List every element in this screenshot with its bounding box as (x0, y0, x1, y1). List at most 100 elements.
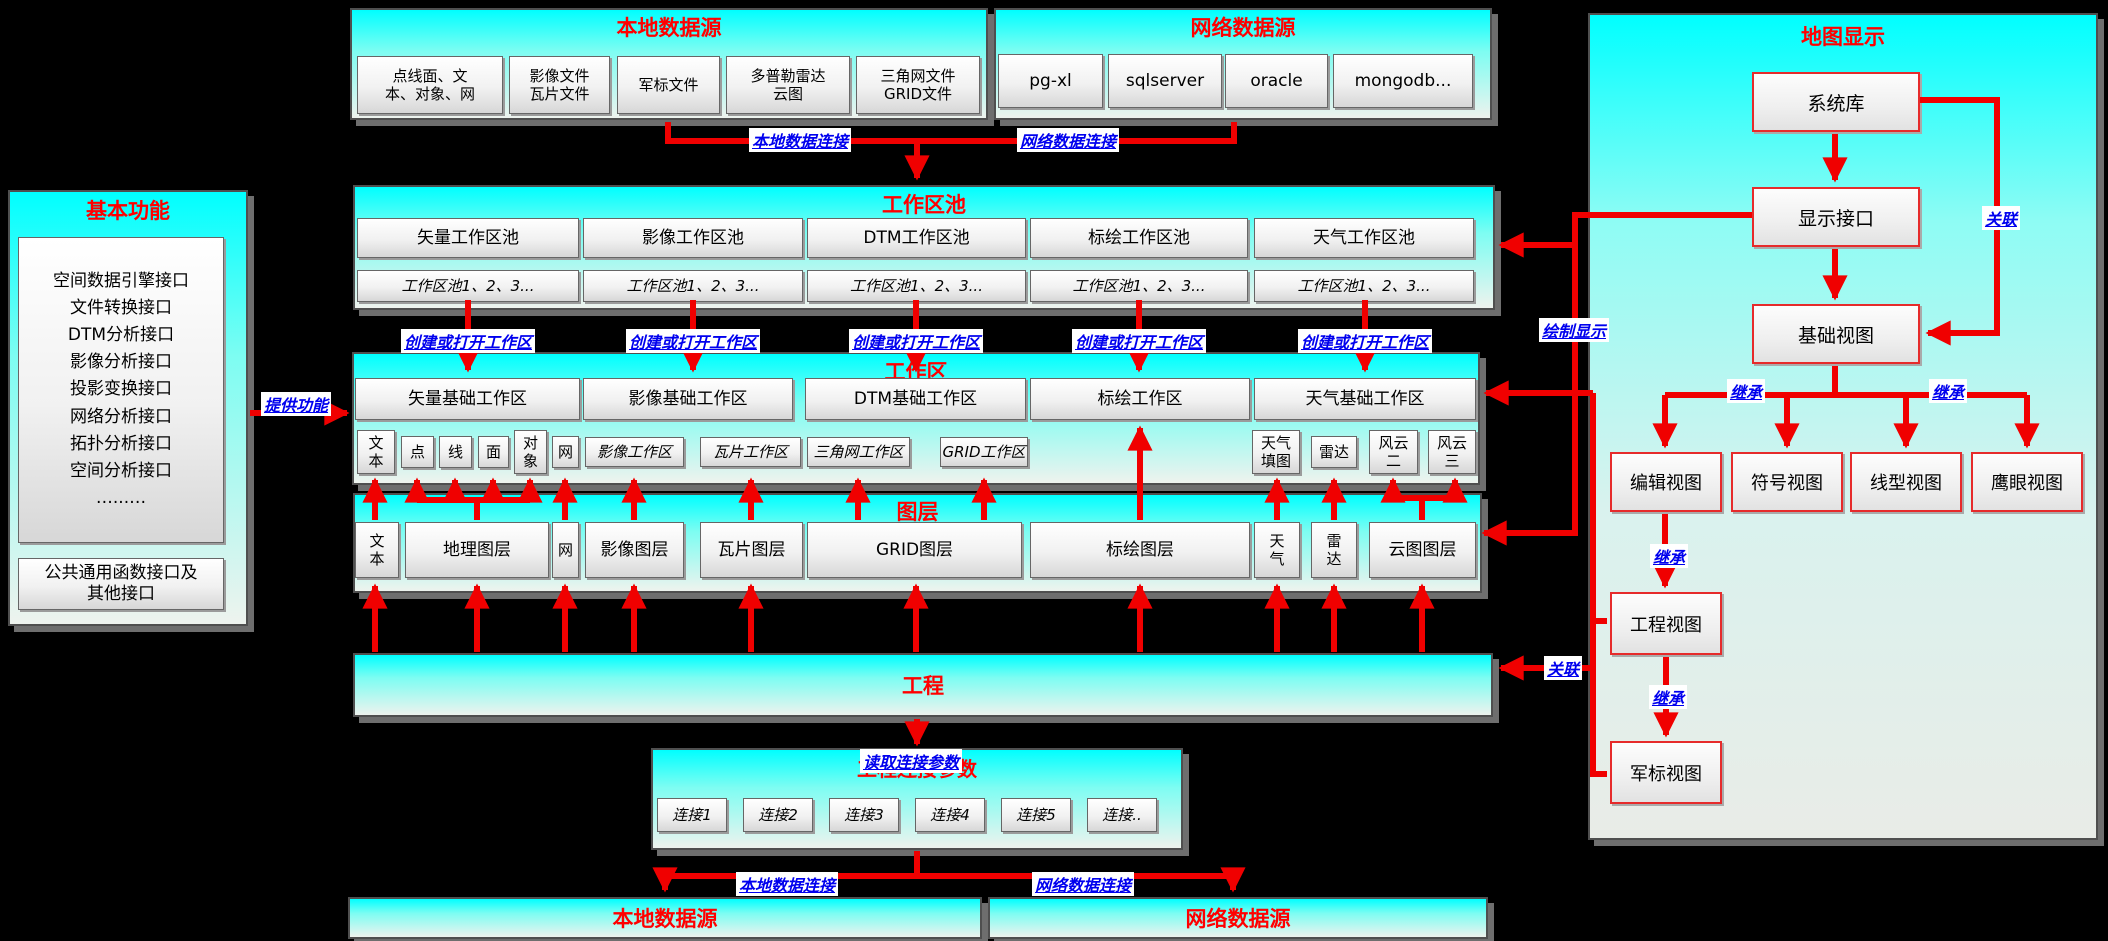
pool-image: 影像工作区池 (583, 218, 803, 258)
edge-label-draw-display: 绘制显示 (1538, 318, 1610, 342)
edge-label-local-conn: 本地数据连接 (748, 128, 852, 152)
edge-label-assoc-project: 关联 (1543, 656, 1583, 680)
pool-items-label: 工作区池1、2、3... (583, 270, 803, 302)
band-network-datasource-bottom: 网络数据源 (988, 897, 1488, 939)
ws-item-net: 网 (552, 436, 579, 468)
interface-item: 影像分析接口 (70, 352, 172, 373)
layer-net: 网 (552, 522, 579, 578)
conn-item-4: 连接4 (915, 798, 985, 832)
node-project-view: 工程视图 (1610, 592, 1722, 655)
band-project: 工程 (353, 653, 1493, 717)
edge-label-create-open: 创建或打开工作区 (400, 329, 536, 353)
edge-label-provide: 提供功能 (260, 392, 332, 416)
panel-title: 地图显示 (1801, 25, 1885, 49)
conn-item-1: 连接1 (657, 798, 727, 832)
network-item-oracle: oracle (1225, 54, 1328, 108)
layer-radar: 雷 达 (1311, 522, 1357, 578)
ws-item-grid-ws: GRID工作区 (940, 437, 1028, 467)
interface-list: 空间数据引擎接口 文件转换接口 DTM分析接口 影像分析接口 投影变换接口 网络… (18, 237, 224, 543)
edge-label-create-open: 创建或打开工作区 (848, 329, 984, 353)
band-title: 工程 (902, 674, 944, 698)
pool-weather: 天气工作区池 (1254, 218, 1474, 258)
interface-item: 拓扑分析接口 (70, 433, 172, 454)
conn-item-more: 连接.. (1087, 798, 1157, 832)
node-display-interface: 显示接口 (1752, 187, 1920, 247)
common-functions-box: 公共通用函数接口及 其他接口 (18, 558, 224, 610)
edge-label-inherit: 继承 (1726, 379, 1766, 403)
ws-item-text: 文 本 (357, 430, 395, 474)
edge-label-network-conn: 网络数据连接 (1016, 128, 1120, 152)
conn-item-5: 连接5 (1001, 798, 1071, 832)
pool-items-label: 工作区池1、2、3... (357, 270, 579, 302)
local-item-tin-grid-files: 三角网文件 GRID文件 (856, 56, 980, 114)
pool-vector: 矢量工作区池 (357, 218, 579, 258)
node-eagleeye-view: 鹰眼视图 (1971, 452, 2083, 512)
ws-vector-base: 矢量基础工作区 (355, 378, 580, 420)
edge-label-inherit: 继承 (1928, 379, 1968, 403)
local-item-military-files: 军标文件 (617, 56, 720, 114)
ws-item-image-ws: 影像工作区 (585, 437, 684, 467)
ws-item-fy3: 风云 三 (1428, 430, 1476, 474)
band-title: 图层 (896, 500, 939, 524)
edge-label-inherit: 继承 (1648, 685, 1688, 709)
ws-item-weather-map: 天气 填图 (1252, 430, 1300, 474)
ws-item-point: 点 (401, 436, 434, 468)
edge-label-local-conn-bottom: 本地数据连接 (735, 872, 839, 896)
local-item-image-tile-files: 影像文件 瓦片文件 (509, 56, 610, 114)
interface-item: …...… (95, 488, 147, 509)
panel-title: 网络数据源 (1190, 16, 1296, 40)
ws-item-radar: 雷达 (1311, 436, 1357, 468)
conn-item-3: 连接3 (829, 798, 899, 832)
layer-plot: 标绘图层 (1030, 522, 1250, 578)
pool-dtm: DTM工作区池 (807, 218, 1026, 258)
node-linetype-view: 线型视图 (1850, 452, 1962, 512)
edge-label-create-open: 创建或打开工作区 (1071, 329, 1207, 353)
band-title: 网络数据源 (1185, 907, 1291, 931)
node-edit-view: 编辑视图 (1610, 452, 1722, 512)
interface-item: 文件转换接口 (70, 297, 172, 318)
band-local-datasource-bottom: 本地数据源 (348, 897, 982, 939)
ws-item-object: 对 象 (514, 430, 547, 474)
node-system-library: 系统库 (1752, 72, 1920, 132)
band-title: 本地数据源 (612, 907, 718, 931)
band-title: 工作区池 (882, 193, 966, 217)
network-item-sqlserver: sqlserver (1108, 54, 1222, 108)
ws-weather-base: 天气基础工作区 (1254, 378, 1476, 420)
interface-item: 投影变换接口 (70, 379, 172, 400)
local-item-vector-files: 点线面、文 本、对象、网 (357, 56, 503, 114)
network-item-mongodb: mongodb... (1333, 54, 1473, 108)
interface-item: DTM分析接口 (67, 325, 175, 346)
pool-items-label: 工作区池1、2、3... (1030, 270, 1248, 302)
edge-label-create-open: 创建或打开工作区 (625, 329, 761, 353)
ws-plot: 标绘工作区 (1030, 378, 1250, 420)
panel-title: 本地数据源 (616, 16, 722, 40)
layer-grid: GRID图层 (807, 522, 1022, 578)
interface-item: 空间分析接口 (70, 460, 172, 481)
pool-plot: 标绘工作区池 (1030, 218, 1248, 258)
interface-item: 空间数据引擎接口 (53, 270, 189, 291)
layer-image: 影像图层 (585, 522, 684, 578)
pool-items-label: 工作区池1、2、3... (1254, 270, 1474, 302)
node-military-view: 军标视图 (1610, 741, 1722, 804)
edge-label-create-open: 创建或打开工作区 (1297, 329, 1433, 353)
layer-geographic: 地理图层 (405, 522, 549, 578)
ws-item-polygon: 面 (478, 436, 509, 468)
conn-item-2: 连接2 (743, 798, 813, 832)
edge-label-network-conn-bottom: 网络数据连接 (1031, 872, 1135, 896)
layer-text: 文 本 (355, 522, 399, 578)
layer-tile: 瓦片图层 (700, 522, 803, 578)
interface-item: 网络分析接口 (70, 406, 172, 427)
ws-item-fy2: 风云 二 (1369, 430, 1418, 474)
node-symbol-view: 符号视图 (1731, 452, 1843, 512)
ws-image-base: 影像基础工作区 (583, 378, 793, 420)
edge-label-assoc-right: 关联 (1981, 206, 2021, 230)
ws-item-line: 线 (439, 436, 472, 468)
network-item-pgxl: pg-xl (998, 54, 1103, 108)
panel-map-display: 地图显示 (1588, 13, 2098, 840)
panel-title: 基本功能 (86, 199, 170, 223)
ws-item-tile-ws: 瓦片工作区 (700, 437, 801, 467)
edge-label-inherit: 继承 (1649, 544, 1689, 568)
layer-weather: 天 气 (1254, 522, 1300, 578)
local-item-doppler-files: 多普勒雷达 云图 (726, 56, 850, 114)
